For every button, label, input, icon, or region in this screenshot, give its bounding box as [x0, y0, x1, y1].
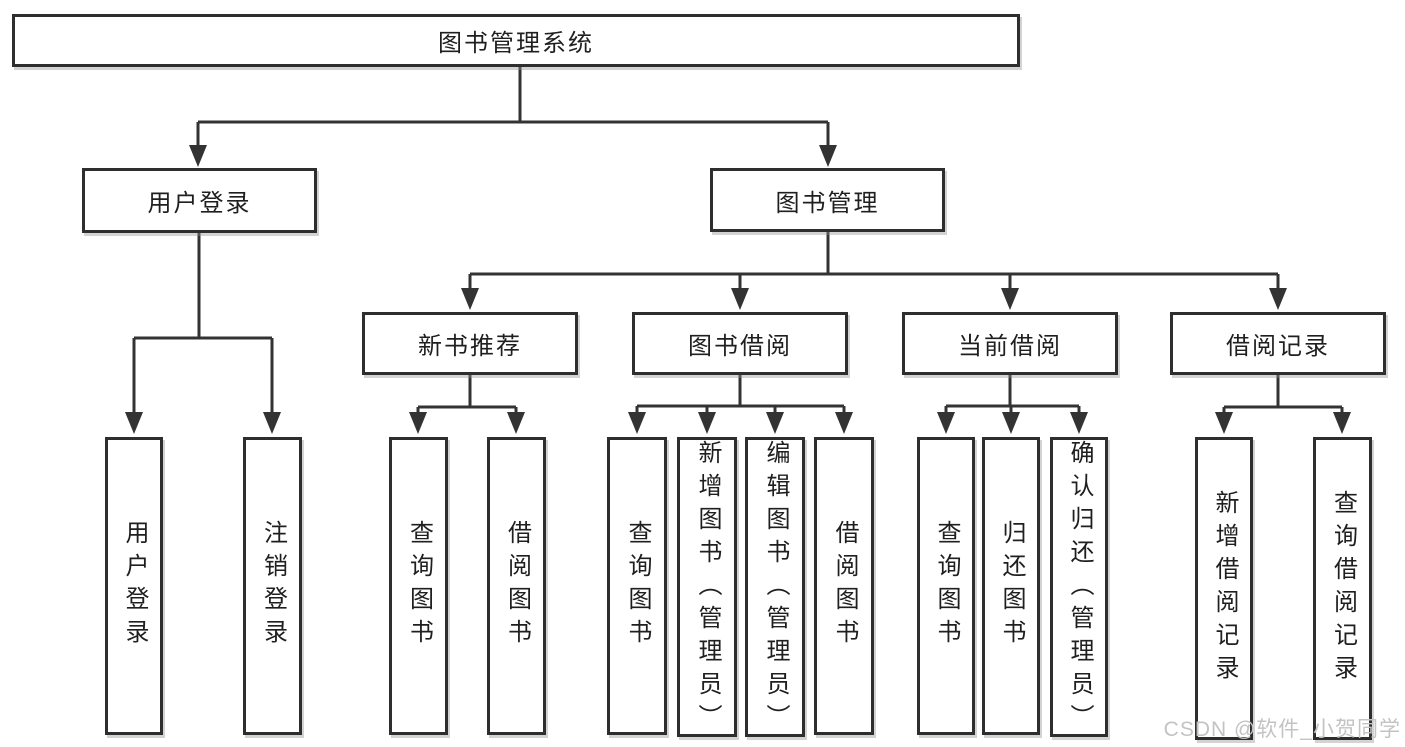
- node-leaf-add-books-admin: 新增图书（管理员）: [677, 437, 737, 737]
- node-leaf-query-books-recommend: 查询图书: [389, 437, 448, 735]
- connector-book-borrow: [635, 375, 846, 415]
- node-leaf-query-borrow-record: 查询借阅记录: [1313, 437, 1372, 740]
- arrow-down-icon: [835, 412, 853, 434]
- node-new-book-recommend: 新书推荐: [362, 312, 578, 375]
- node-leaf-user-login: 用户登录: [105, 437, 163, 735]
- arrow-down-icon: [1001, 288, 1019, 310]
- node-leaf-add-borrow-record: 新增借阅记录: [1195, 437, 1253, 740]
- arrow-down-icon: [1070, 412, 1088, 434]
- csdn-watermark: CSDN @软件_小贺同学: [1163, 718, 1401, 741]
- node-borrow-records: 借阅记录: [1170, 312, 1386, 375]
- node-leaf-borrow-books: 借阅图书: [814, 437, 874, 735]
- arrow-down-icon: [766, 412, 784, 434]
- connector-root-trunk: [196, 67, 830, 148]
- arrow-down-icon: [698, 412, 716, 434]
- arrow-down-icon: [628, 412, 646, 434]
- node-leaf-confirm-return-admin: 确认归还（管理员）: [1050, 437, 1108, 737]
- node-user-login: 用户登录: [82, 168, 317, 233]
- arrow-down-icon: [1269, 288, 1287, 310]
- node-book-borrow: 图书借阅: [632, 312, 848, 375]
- arrow-down-icon: [461, 288, 479, 310]
- node-book-management: 图书管理: [710, 168, 945, 232]
- arrow-down-icon: [731, 288, 749, 310]
- node-leaf-borrow-books-recommend: 借阅图书: [487, 437, 546, 735]
- connector-current-borrow: [944, 375, 1081, 415]
- arrow-down-icon: [1333, 412, 1351, 434]
- arrow-down-icon: [1002, 412, 1020, 434]
- arrow-down-icon: [409, 412, 427, 434]
- node-leaf-logout: 注销登录: [243, 437, 302, 735]
- arrow-down-icon: [1215, 412, 1233, 434]
- arrow-down-icon: [937, 412, 955, 434]
- arrow-down-icon: [125, 412, 143, 434]
- connector-new-book: [416, 375, 518, 415]
- connector-borrow-records: [1222, 375, 1344, 415]
- connector-user-login: [132, 233, 274, 414]
- node-library-system: 图书管理系统: [12, 14, 1020, 67]
- node-leaf-return-books: 归还图书: [982, 437, 1040, 735]
- arrow-down-icon: [507, 412, 525, 434]
- arrow-down-icon: [819, 145, 837, 167]
- arrow-down-icon: [263, 412, 281, 434]
- node-leaf-query-books-borrow: 查询图书: [607, 437, 667, 735]
- node-leaf-edit-books-admin: 编辑图书（管理员）: [745, 437, 805, 737]
- node-current-borrow: 当前借阅: [902, 312, 1118, 375]
- connector-book-management: [468, 232, 1280, 291]
- arrow-down-icon: [189, 145, 207, 167]
- node-leaf-query-books-current: 查询图书: [917, 437, 975, 735]
